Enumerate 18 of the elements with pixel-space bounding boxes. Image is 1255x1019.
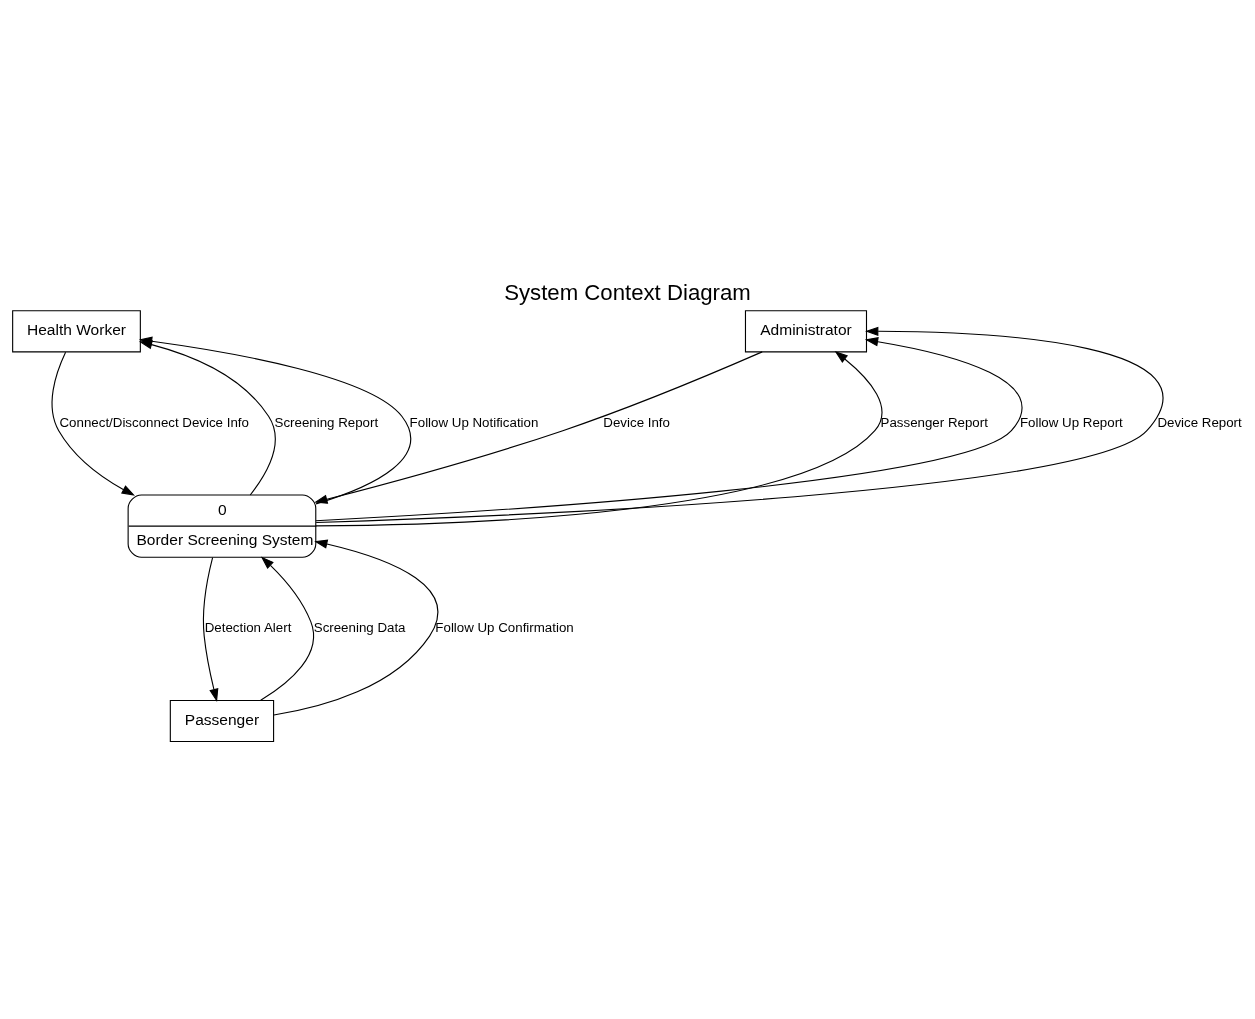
node-box: Health Worker [12, 310, 141, 353]
edge-label: Detection Alert [204, 620, 292, 636]
node-box: Administrator [744, 310, 868, 353]
arrow [202, 557, 219, 703]
edge-label: Follow Up Notification [409, 414, 539, 430]
edge-label: Follow Up Report [1019, 414, 1123, 430]
arrow [51, 351, 135, 496]
edge-label: Device Report [1157, 414, 1242, 430]
node-box: Passenger [169, 699, 275, 743]
arrow [273, 539, 439, 716]
edge-label: Passenger Report [880, 414, 988, 430]
edge-label: Device Info [603, 414, 670, 430]
arrow [260, 556, 315, 701]
edge-label: Screening Report [274, 414, 379, 430]
edge-label: Connect/Disconnect Device Info [59, 414, 249, 430]
diagram-title: System Context Diagram [504, 279, 751, 305]
edge-label: Screening Data [313, 620, 406, 636]
edge-label: Follow Up Confirmation [435, 620, 574, 636]
